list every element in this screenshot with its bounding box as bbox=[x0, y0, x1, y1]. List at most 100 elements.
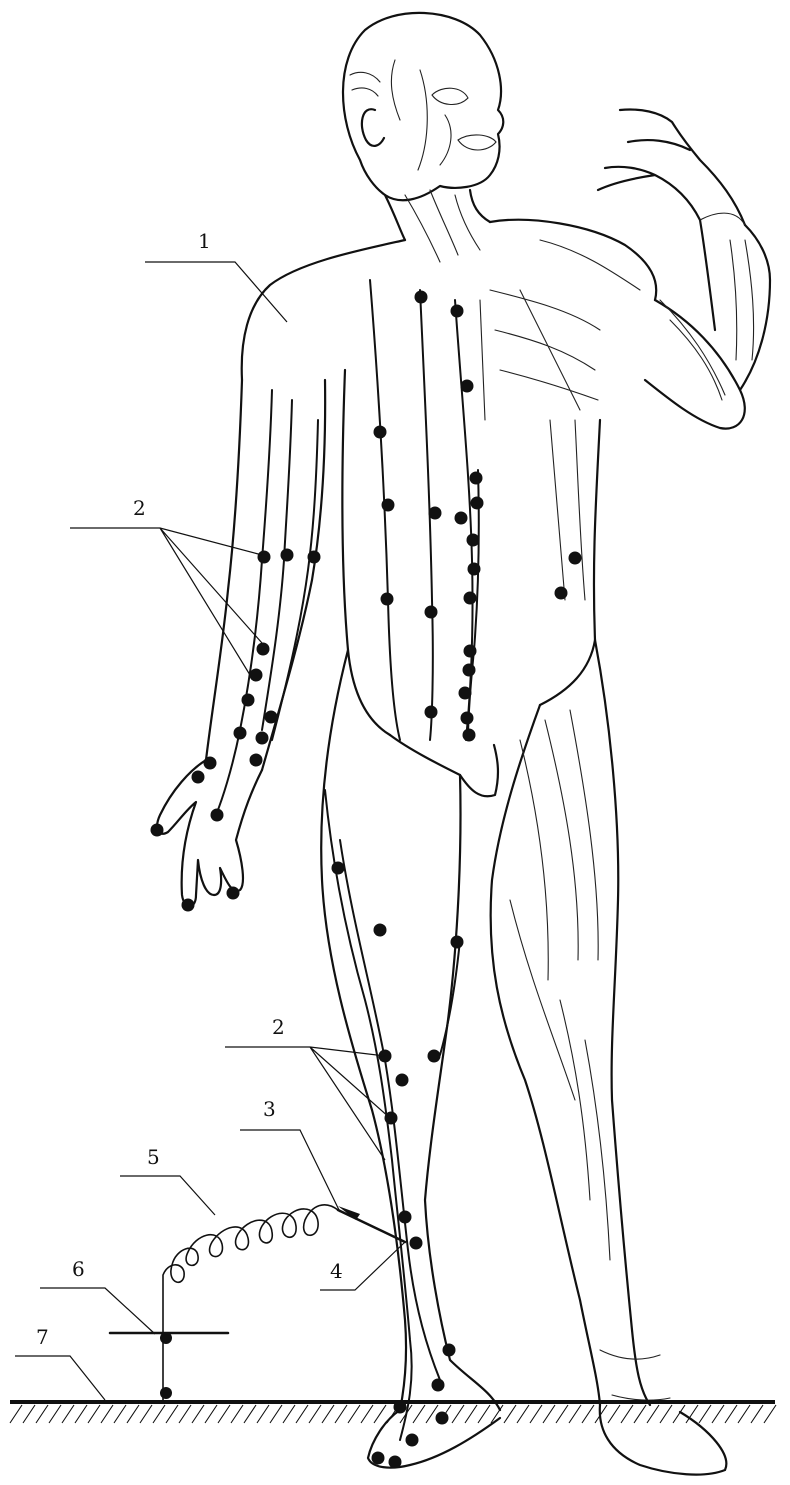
ground-hatch bbox=[283, 1405, 295, 1423]
acupuncture-point bbox=[471, 497, 484, 510]
raised-hand-outline bbox=[598, 110, 745, 226]
leader-2-leg bbox=[225, 1047, 390, 1160]
acupuncture-point bbox=[227, 887, 240, 900]
leader-lines bbox=[15, 262, 405, 1400]
acupuncture-point bbox=[463, 664, 476, 677]
front-leg-outline bbox=[321, 650, 500, 1410]
ground-hatch bbox=[36, 1405, 48, 1423]
acupuncture-point bbox=[382, 499, 395, 512]
acupuncture-point bbox=[182, 899, 195, 912]
acupuncture-point bbox=[467, 534, 480, 547]
human-figure bbox=[157, 13, 770, 1475]
meridian-leg-1 bbox=[325, 790, 412, 1440]
apparatus bbox=[10, 1205, 776, 1423]
front-foot-outline bbox=[368, 1410, 500, 1468]
leader-5 bbox=[120, 1176, 215, 1215]
ground-hatch bbox=[517, 1405, 529, 1423]
ground-hatch bbox=[374, 1405, 386, 1423]
acupuncture-point bbox=[555, 587, 568, 600]
acupuncture-point bbox=[468, 563, 481, 576]
meridian-lines bbox=[216, 280, 479, 1440]
acupuncture-point bbox=[381, 593, 394, 606]
ground-hatch bbox=[296, 1405, 308, 1423]
acupuncture-point bbox=[256, 732, 269, 745]
acupuncture-point bbox=[463, 729, 476, 742]
ground-hatch bbox=[335, 1405, 347, 1423]
acupuncture-point bbox=[250, 669, 263, 682]
ground-hatch bbox=[556, 1405, 568, 1423]
acupuncture-point bbox=[461, 380, 474, 393]
ground-hatch bbox=[322, 1405, 334, 1423]
ground-hatch bbox=[751, 1405, 763, 1423]
ground-hatch bbox=[361, 1405, 373, 1423]
ground-hatch bbox=[452, 1405, 464, 1423]
acupuncture-point bbox=[464, 645, 477, 658]
ground-hatch bbox=[530, 1405, 542, 1423]
acupuncture-point bbox=[432, 1379, 445, 1392]
acupuncture-points bbox=[151, 291, 582, 1469]
acupuncture-point bbox=[374, 426, 387, 439]
ground-hatch bbox=[114, 1405, 126, 1423]
wrist-band bbox=[700, 213, 745, 225]
callout-labels: 1 2 2 3 4 5 6 7 bbox=[36, 229, 343, 1349]
ground-hatch bbox=[621, 1405, 633, 1423]
acupuncture-point bbox=[406, 1434, 419, 1447]
label-2-leg: 2 bbox=[272, 1015, 285, 1039]
needle-tip bbox=[338, 1206, 360, 1220]
ground-hatching bbox=[10, 1405, 776, 1423]
acupuncture-point bbox=[425, 606, 438, 619]
ear-outline bbox=[362, 109, 384, 146]
label-3: 3 bbox=[263, 1097, 276, 1121]
acupuncture-point bbox=[372, 1452, 385, 1465]
ground-hatch bbox=[23, 1405, 35, 1423]
acupuncture-point bbox=[308, 551, 321, 564]
acupuncture-point bbox=[151, 824, 164, 837]
ground-hatch bbox=[608, 1405, 620, 1423]
neck-muscle-lines bbox=[405, 190, 480, 262]
torso-outline bbox=[242, 220, 657, 735]
ground-hatch bbox=[75, 1405, 87, 1423]
ground-hatch bbox=[62, 1405, 74, 1423]
acupuncture-point bbox=[204, 757, 217, 770]
ground-hatch bbox=[387, 1405, 399, 1423]
muscle-lines-back-leg bbox=[510, 710, 670, 1400]
ground-hatch bbox=[205, 1405, 217, 1423]
ground-hatch bbox=[192, 1405, 204, 1423]
ground-hatch bbox=[244, 1405, 256, 1423]
label-4: 4 bbox=[330, 1259, 343, 1283]
raised-arm-outline bbox=[645, 220, 770, 429]
acupuncture-point bbox=[385, 1112, 398, 1125]
ground-hatch bbox=[127, 1405, 139, 1423]
acupuncture-point bbox=[569, 552, 582, 565]
ground-junction bbox=[160, 1387, 172, 1399]
ground-hatch bbox=[309, 1405, 321, 1423]
ground-hatch bbox=[10, 1405, 22, 1423]
ground-hatch bbox=[348, 1405, 360, 1423]
back-leg-outline bbox=[491, 640, 650, 1405]
ground-hatch bbox=[634, 1405, 646, 1423]
acupuncture-point bbox=[281, 549, 294, 562]
face-muscle-lines bbox=[350, 60, 451, 170]
acupuncture-point bbox=[234, 727, 247, 740]
muscle-lines-torso bbox=[480, 240, 640, 600]
acupuncture-point bbox=[332, 862, 345, 875]
acupuncture-point bbox=[242, 694, 255, 707]
pelvis-outline bbox=[390, 640, 595, 796]
ground-hatch bbox=[153, 1405, 165, 1423]
acupuncture-point bbox=[443, 1344, 456, 1357]
acupuncture-point bbox=[250, 754, 263, 767]
acupuncture-point bbox=[415, 291, 428, 304]
ground-hatch bbox=[166, 1405, 178, 1423]
ground-hatch bbox=[465, 1405, 477, 1423]
neck-outline bbox=[385, 190, 490, 240]
acupuncture-point bbox=[410, 1237, 423, 1250]
acupuncture-point bbox=[389, 1456, 402, 1469]
label-5: 5 bbox=[147, 1145, 160, 1169]
head-outline bbox=[343, 13, 503, 200]
ground-hatch bbox=[478, 1405, 490, 1423]
meridian-leg-2 bbox=[340, 840, 440, 1380]
ground-hatch bbox=[218, 1405, 230, 1423]
ground-hatch bbox=[270, 1405, 282, 1423]
acupuncture-point bbox=[257, 643, 270, 656]
leader-6 bbox=[40, 1288, 155, 1334]
